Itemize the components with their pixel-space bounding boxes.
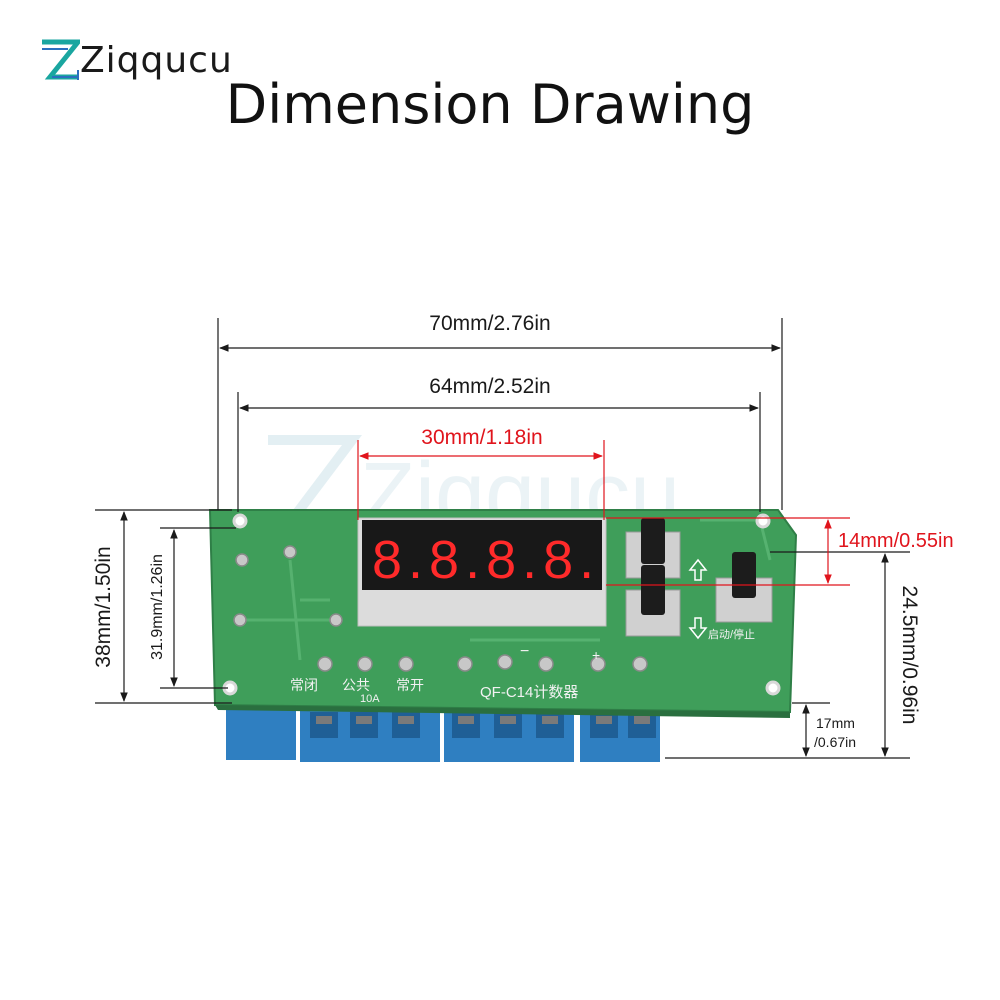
brand-logo: Ziqqucu (40, 36, 233, 86)
mounting-hole-top-left (232, 513, 248, 529)
led-display: 8.8.8.8. (357, 517, 607, 627)
up-button[interactable] (641, 518, 665, 564)
tactile-buttons (625, 518, 773, 640)
start-stop-button[interactable] (732, 552, 756, 598)
overall-width-label: 70mm/2.76in (429, 312, 550, 335)
display-width-label: 30mm/1.18in (421, 426, 542, 449)
ziqqucu-z-logo-icon (42, 39, 80, 80)
solder-joints (233, 545, 648, 672)
label-model: QF-C14计数器 (480, 684, 578, 701)
label-normally-closed: 常闭 (290, 677, 318, 693)
mounting-hole-top-right (755, 513, 771, 529)
dimension-lines (95, 318, 910, 759)
button-offset-label: 14mm/0.55in (838, 530, 954, 552)
label-minus: − (520, 643, 529, 660)
page-title: Dimension Drawing (225, 73, 755, 136)
label-common: 公共 (342, 677, 370, 693)
hole-spacing-height-label: 31.9mm/1.26in (149, 554, 166, 660)
terminal-height-mm-label: 17mm (816, 715, 855, 731)
down-arrow-icon (688, 617, 708, 640)
mounting-hole-bottom-right (765, 680, 781, 696)
label-start-stop: 启动/停止 (708, 627, 755, 641)
total-depth-label: 24.5mm/0.96in (898, 586, 921, 725)
pcb-board: 常闭 公共 10A 常开 QF-C14计数器 − + 启动/停止 8.8.8.8… (208, 509, 798, 718)
display-digits: 8.8.8.8. (372, 530, 600, 590)
dimension-labels: 70mm/2.76in 64mm/2.52in 30mm/1.18in 14mm… (92, 312, 954, 750)
hole-spacing-width-label: 64mm/2.52in (429, 375, 550, 398)
red-dimension-lines (357, 440, 850, 586)
down-button[interactable] (641, 565, 665, 615)
brand-name: Ziqqucu (80, 40, 233, 81)
overall-height-label: 38mm/1.50in (92, 546, 115, 667)
label-plus: + (592, 647, 600, 663)
terminal-height-in-label: /0.67in (814, 734, 856, 750)
label-normally-open: 常开 (396, 677, 424, 693)
up-arrow-icon (688, 558, 708, 581)
label-10a: 10A (360, 693, 380, 705)
